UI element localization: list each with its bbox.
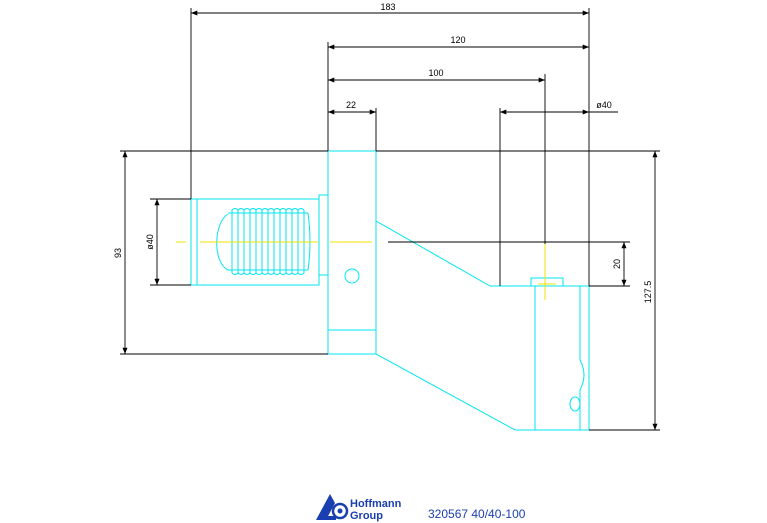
dim-22-label: 22 [346,100,356,110]
dim-d40-top-label: ø40 [596,100,612,110]
dim-d40-shank-label: ø40 [145,234,155,250]
part-outline [190,150,590,431]
part-code: 320567 40/40-100 [428,507,526,521]
dim-100-label: 100 [428,68,443,78]
tool-holder [534,285,590,431]
dim-127-label: 127.5 [643,281,653,304]
dim-93-label: 93 [113,248,123,258]
dimensions [120,8,660,431]
sloped-body [375,220,536,431]
centerlines [176,241,556,300]
hoffmann-logo-mark-icon [316,494,349,520]
dim-183-label: 183 [380,2,395,12]
hoffmann-logo: Hoffmann Group [316,494,402,522]
dimension-labels: 183 120 100 22 ø40 93 ø40 20 127.5 [113,2,653,303]
tool-seat [530,277,564,287]
flange-block [327,150,377,355]
dim-120-label: 120 [450,35,465,45]
logo-line2: Group [350,510,383,522]
flange-hole [344,268,360,284]
holder-hole [569,396,581,412]
logo-line1: Hoffmann [350,498,402,510]
shank-collar [318,194,329,276]
dim-20-label: 20 [612,259,622,269]
